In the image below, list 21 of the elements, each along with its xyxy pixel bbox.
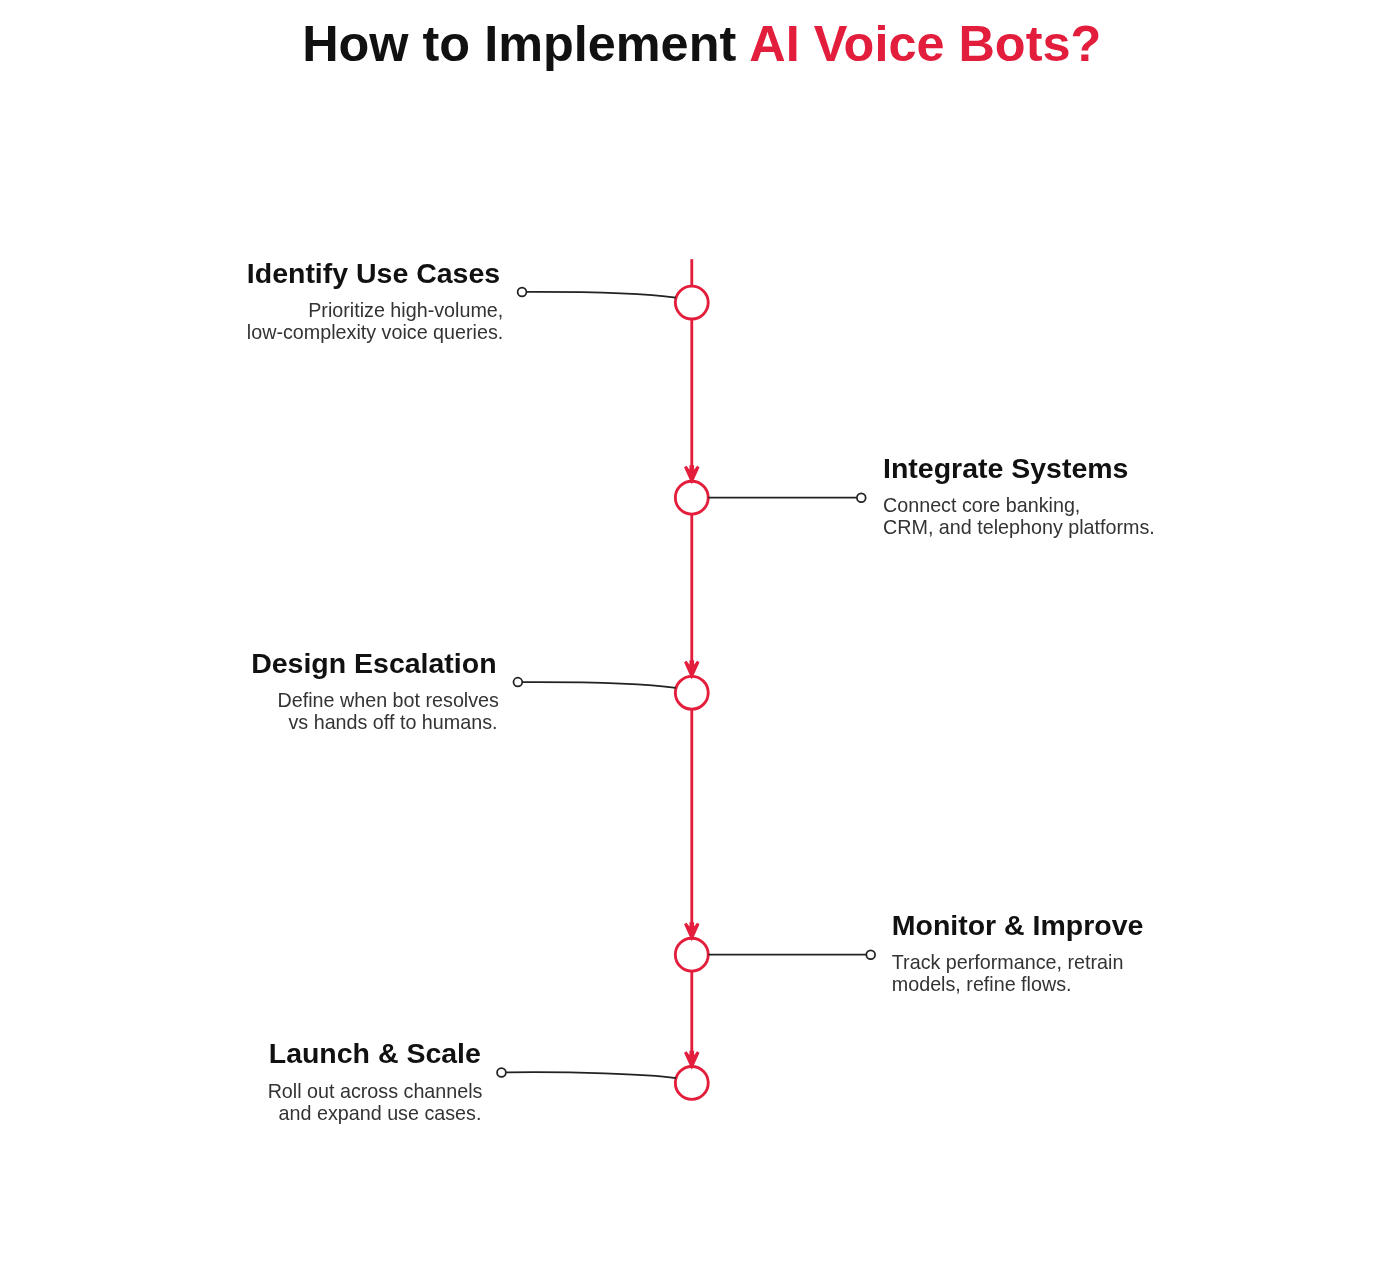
- connector: [707, 949, 876, 960]
- connector: [707, 492, 867, 503]
- connector: [516, 286, 677, 299]
- node-text: Identify Use Cases Prioritize high-volume, low-complexity voice queries.: [246, 256, 504, 344]
- arrow: [683, 319, 700, 483]
- connector: [496, 1067, 677, 1079]
- diagram-title: How to Implement AI Voice Bots?: [302, 15, 1102, 73]
- node-text: Monitor & Improve Track performance, retrain models, refine flows.: [891, 908, 1144, 996]
- arrow: [683, 971, 700, 1068]
- arrow: [683, 514, 700, 678]
- node-circle: [673, 674, 710, 711]
- node-circle: [673, 479, 710, 516]
- node-text: Integrate Systems Connect core banking, CRM, and telephony platforms.: [883, 451, 1155, 539]
- arrow: [683, 709, 700, 940]
- node-circle: [673, 1065, 710, 1101]
- node-text: Design Escalation Define when bot resolves vs hands off to humans.: [251, 646, 499, 734]
- connector: [512, 676, 677, 689]
- node-circle: [673, 936, 710, 973]
- node-circle: [673, 284, 710, 321]
- node-text: Launch & Scale Roll out across channels and expand use cases.: [267, 1036, 483, 1124]
- connector: [690, 259, 694, 286]
